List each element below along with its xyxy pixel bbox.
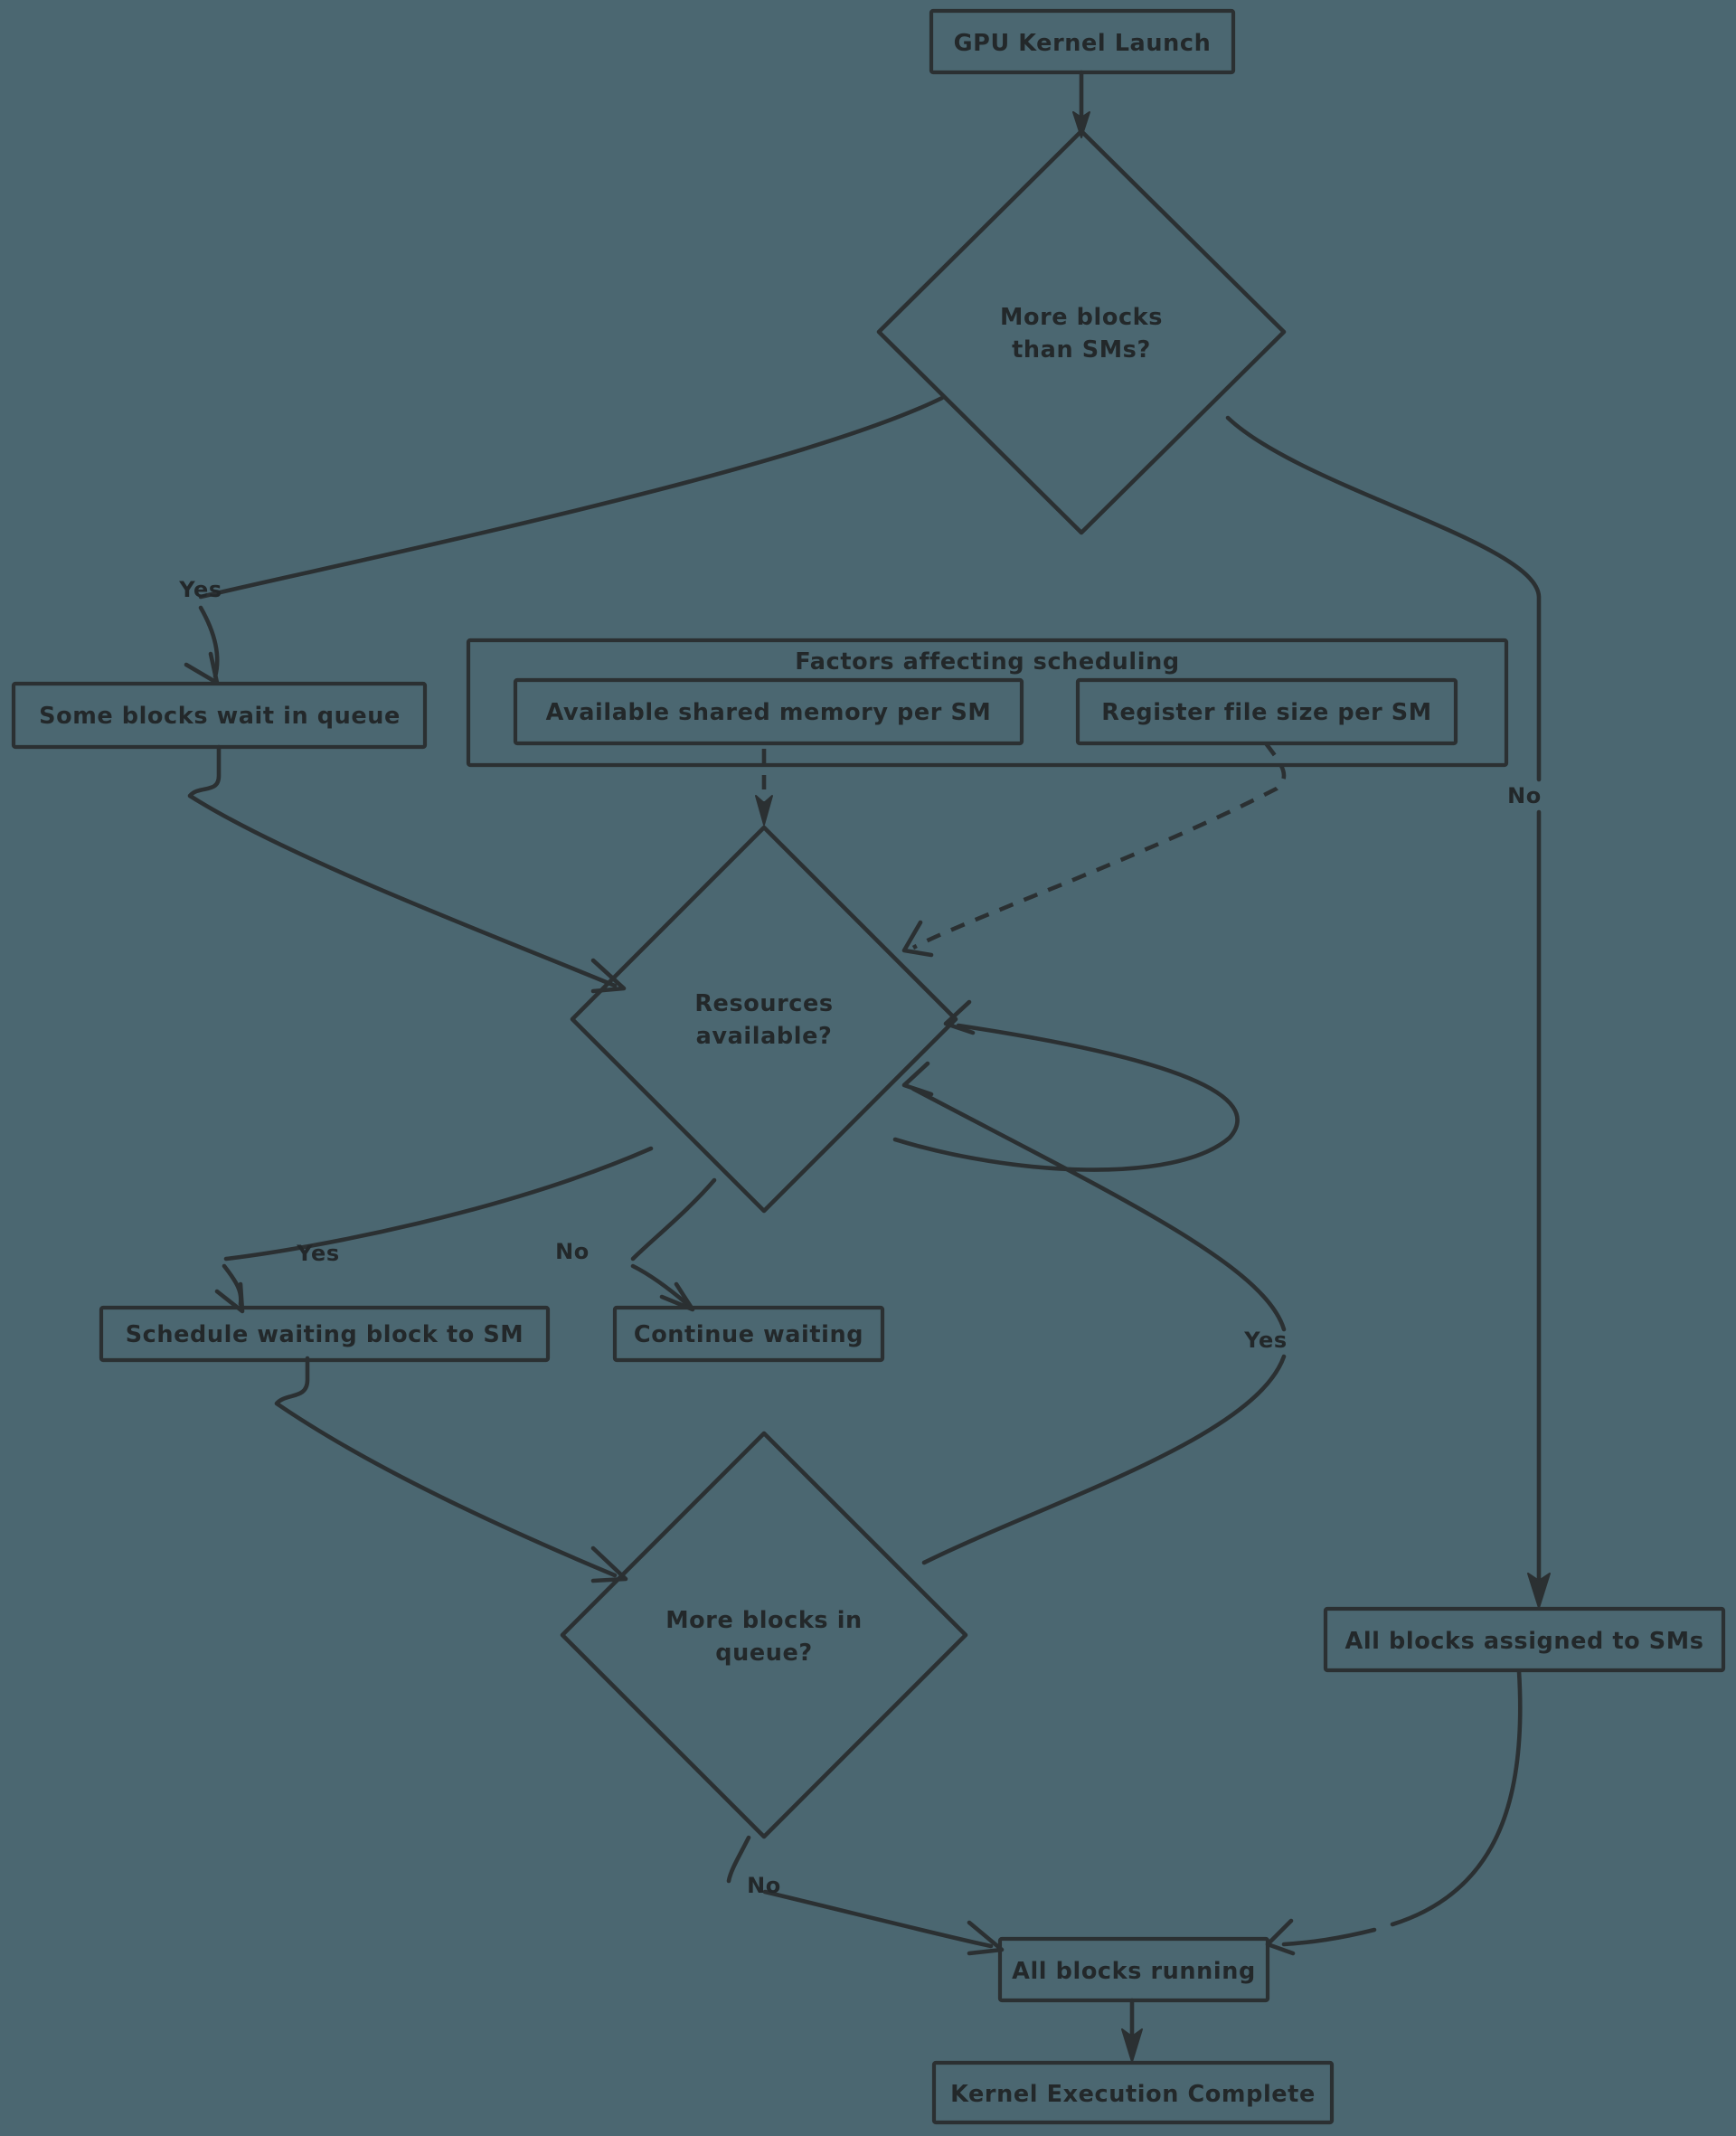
node-label-kernel-execution-complete: Kernel Execution Complete: [950, 2081, 1316, 2108]
node-label-available-shared-memory: Available shared memory per SM: [546, 699, 992, 726]
node-label-gpu-kernel-launch: GPU Kernel Launch: [954, 30, 1212, 57]
cluster-factors-affecting-scheduling: Factors affecting scheduling Available s…: [466, 638, 1509, 768]
edge-assigned-to-running: [1265, 1668, 1523, 1956]
edge-label-queue-yes: Yes: [1243, 1328, 1288, 1353]
node-label-more-blocks-in-queue-line1: More blocks in: [665, 1607, 863, 1634]
edge-resources-no: [630, 1177, 717, 1312]
node-label-resources-available-line2: available?: [696, 1023, 833, 1050]
node-gpu-kernel-launch[interactable]: GPU Kernel Launch: [929, 8, 1236, 75]
node-label-more-blocks-than-sms-line1: More blocks: [1000, 304, 1163, 331]
edge-more-blocks-no: [1225, 415, 1551, 1609]
node-more-blocks-in-queue[interactable]: More blocks in queue?: [560, 1431, 968, 1839]
node-all-blocks-running[interactable]: All blocks running: [997, 1936, 1270, 2003]
edge-shared-memory-dashed: [755, 749, 773, 826]
node-label-resources-available-line1: Resources: [694, 990, 833, 1017]
edge-start-to-more-blocks: [1072, 70, 1090, 138]
node-resources-available[interactable]: Resources available?: [570, 825, 958, 1214]
node-label-more-blocks-than-sms-line2: than SMs?: [1012, 336, 1151, 364]
node-schedule-waiting-block[interactable]: Schedule waiting block to SM: [99, 1305, 551, 1363]
edge-label-queue-no: No: [747, 1873, 781, 1898]
edge-label-resources-no: No: [555, 1239, 590, 1264]
edge-wait-to-resources: [187, 744, 627, 994]
node-label-all-blocks-assigned-to-sms: All blocks assigned to SMs: [1345, 1628, 1704, 1655]
node-label-continue-waiting: Continue waiting: [634, 1321, 863, 1348]
node-more-blocks-than-sms[interactable]: More blocks than SMs?: [876, 128, 1287, 535]
node-label-register-file-size: Register file size per SM: [1101, 699, 1431, 726]
node-available-shared-memory[interactable]: Available shared memory per SM: [513, 677, 1024, 746]
edge-label-more-blocks-yes: Yes: [178, 577, 222, 602]
node-label-all-blocks-running: All blocks running: [1012, 1958, 1256, 1985]
edge-running-to-complete: [1121, 1998, 1143, 2063]
edge-label-more-blocks-no: No: [1507, 783, 1542, 808]
edge-label-resources-yes: Yes: [296, 1241, 340, 1266]
cluster-title: Factors affecting scheduling: [795, 648, 1179, 676]
node-continue-waiting[interactable]: Continue waiting: [612, 1305, 885, 1363]
edge-register-file-dashed: [901, 742, 1287, 958]
edge-schedule-to-queue: [274, 1356, 628, 1583]
node-kernel-execution-complete[interactable]: Kernel Execution Complete: [931, 2060, 1335, 2125]
node-label-schedule-waiting-block: Schedule waiting block to SM: [126, 1321, 524, 1348]
edge-resources-yes: [214, 1146, 654, 1314]
edge-queue-yes-loop: [892, 999, 1287, 1565]
node-label-more-blocks-in-queue-line2: queue?: [715, 1640, 813, 1667]
node-register-file-size[interactable]: Register file size per SM: [1075, 677, 1458, 746]
node-label-some-blocks-wait-in-queue: Some blocks wait in queue: [39, 703, 401, 730]
node-all-blocks-assigned-to-sms[interactable]: All blocks assigned to SMs: [1323, 1606, 1726, 1673]
node-some-blocks-wait-in-queue[interactable]: Some blocks wait in queue: [11, 681, 428, 750]
